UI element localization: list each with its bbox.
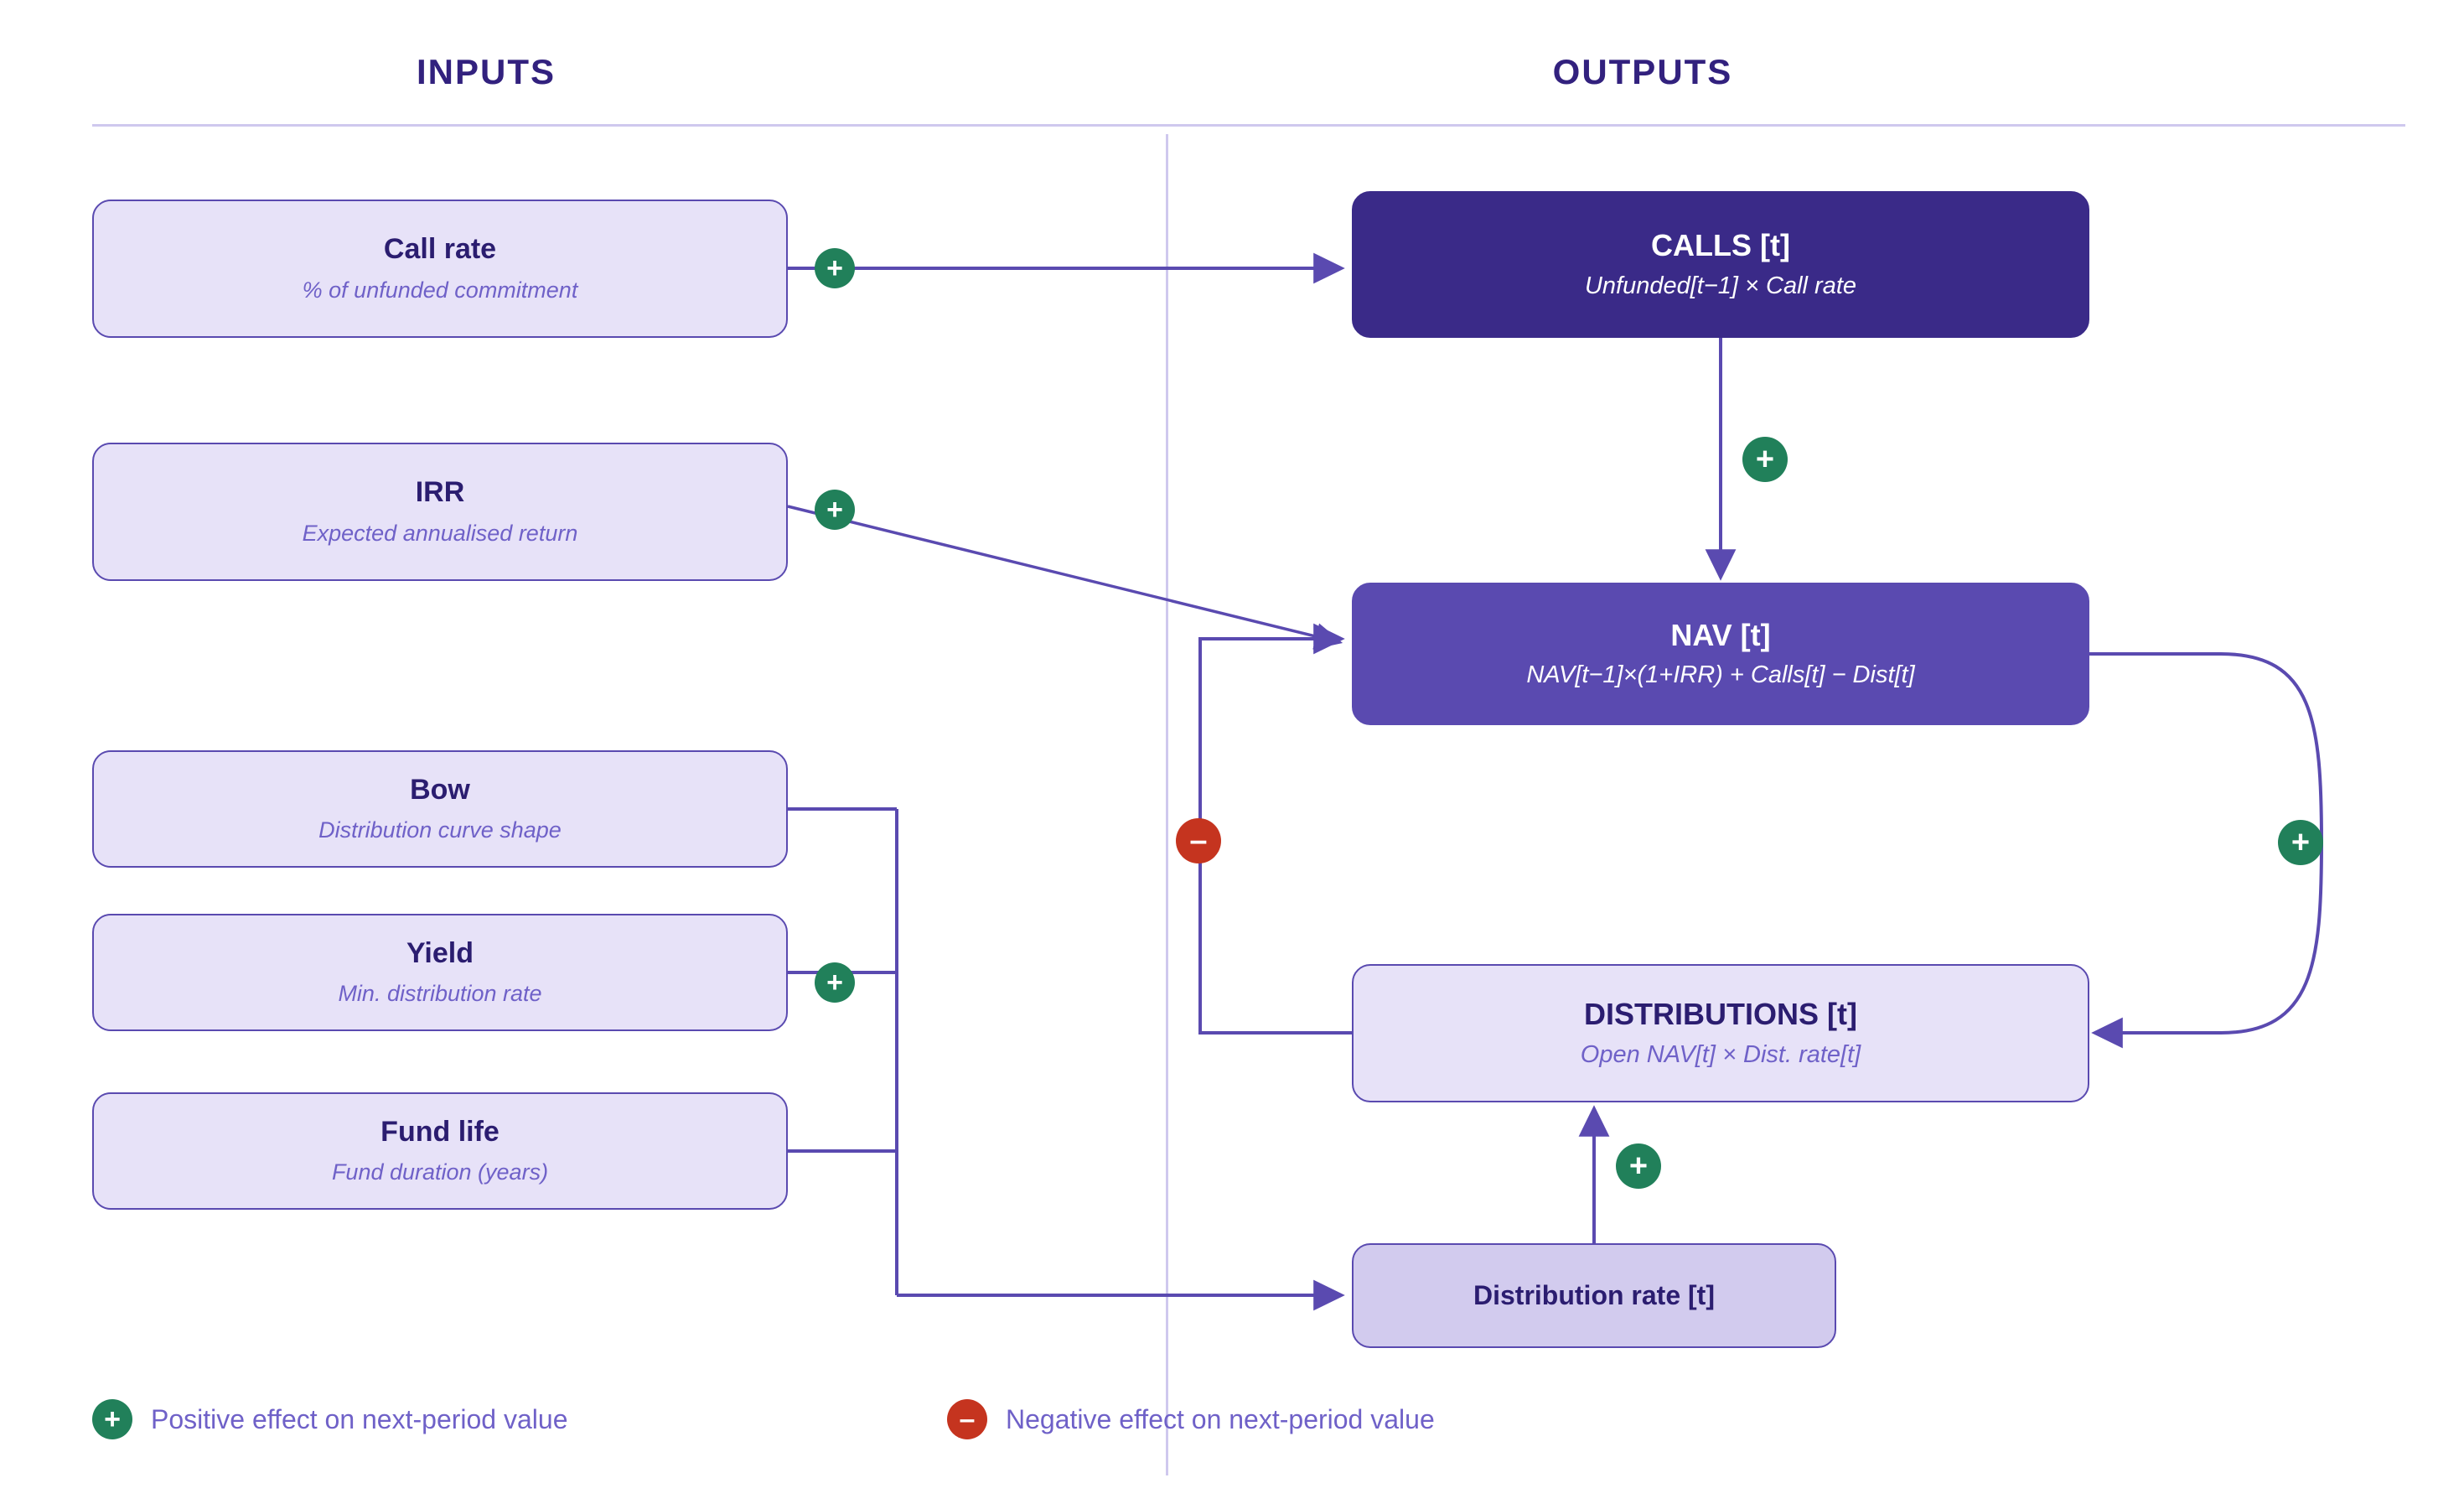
- node-irr[interactable]: IRR Expected annualised return: [92, 443, 788, 581]
- node-formula: Unfunded[t−1] × Call rate: [1584, 272, 1857, 299]
- legend: + Positive effect on next-period value –…: [92, 1396, 1768, 1455]
- node-subtitle: Fund duration (years): [331, 1159, 549, 1185]
- sign-badge-positive-irr: +: [815, 490, 855, 530]
- node-fund-life[interactable]: Fund life Fund duration (years): [92, 1092, 788, 1210]
- node-title: Distribution rate [t]: [1473, 1279, 1715, 1310]
- sign-badge-positive-nav-to-distributions: +: [2278, 820, 2323, 865]
- legend-positive-label: Positive effect on next-period value: [151, 1403, 568, 1434]
- sign-badge-positive-input-bus: +: [815, 962, 855, 1003]
- node-formula: NAV[t−1]×(1+IRR) + Calls[t] − Dist[t]: [1526, 661, 1915, 689]
- edge-irr-to-nav: [787, 505, 1343, 650]
- node-formula: Open NAV[t] × Dist. rate[t]: [1580, 1040, 1861, 1068]
- node-title: IRR: [415, 476, 465, 509]
- node-subtitle: Expected annualised return: [302, 520, 578, 546]
- node-title: Bow: [410, 773, 470, 806]
- edge-distributions-to-nav: [1198, 623, 1352, 1035]
- node-title: DISTRIBUTIONS [t]: [1584, 997, 1857, 1032]
- negative-badge-icon: –: [947, 1399, 987, 1439]
- sign-badge-positive-distrate-to-distributions: +: [1616, 1143, 1661, 1189]
- node-subtitle: Min. distribution rate: [338, 981, 542, 1007]
- inputs-column-header: INPUTS: [416, 52, 556, 91]
- node-bow[interactable]: Bow Distribution curve shape: [92, 750, 788, 868]
- node-call-rate[interactable]: Call rate % of unfunded commitment: [92, 200, 788, 338]
- header-divider-line: [92, 124, 2405, 127]
- node-subtitle: % of unfunded commitment: [302, 277, 578, 303]
- node-title: Yield: [406, 936, 474, 969]
- node-distribution-rate[interactable]: Distribution rate [t]: [1352, 1243, 1836, 1348]
- legend-negative-label: Negative effect on next-period value: [1006, 1403, 1435, 1434]
- sign-badge-positive-calls-to-nav: +: [1742, 437, 1788, 482]
- sign-badge-negative-distributions-to-nav: –: [1176, 818, 1221, 863]
- center-divider-line: [1166, 134, 1168, 1475]
- node-title: Fund life: [380, 1115, 500, 1148]
- sign-badge-positive-callrate: +: [815, 248, 855, 288]
- node-calls[interactable]: CALLS [t] Unfunded[t−1] × Call rate: [1352, 191, 2089, 338]
- node-title: CALLS [t]: [1651, 228, 1790, 263]
- legend-item-negative: – Negative effect on next-period value: [947, 1396, 1435, 1443]
- node-nav[interactable]: NAV [t] NAV[t−1]×(1+IRR) + Calls[t] − Di…: [1352, 583, 2089, 725]
- node-yield[interactable]: Yield Min. distribution rate: [92, 914, 788, 1031]
- node-distributions[interactable]: DISTRIBUTIONS [t] Open NAV[t] × Dist. ra…: [1352, 964, 2089, 1102]
- node-title: NAV [t]: [1670, 617, 1771, 652]
- legend-item-positive: + Positive effect on next-period value: [92, 1396, 567, 1443]
- outputs-column-header: OUTPUTS: [1552, 52, 1733, 91]
- node-title: Call rate: [383, 233, 497, 266]
- node-subtitle: Distribution curve shape: [318, 817, 562, 843]
- positive-badge-icon: +: [92, 1399, 132, 1439]
